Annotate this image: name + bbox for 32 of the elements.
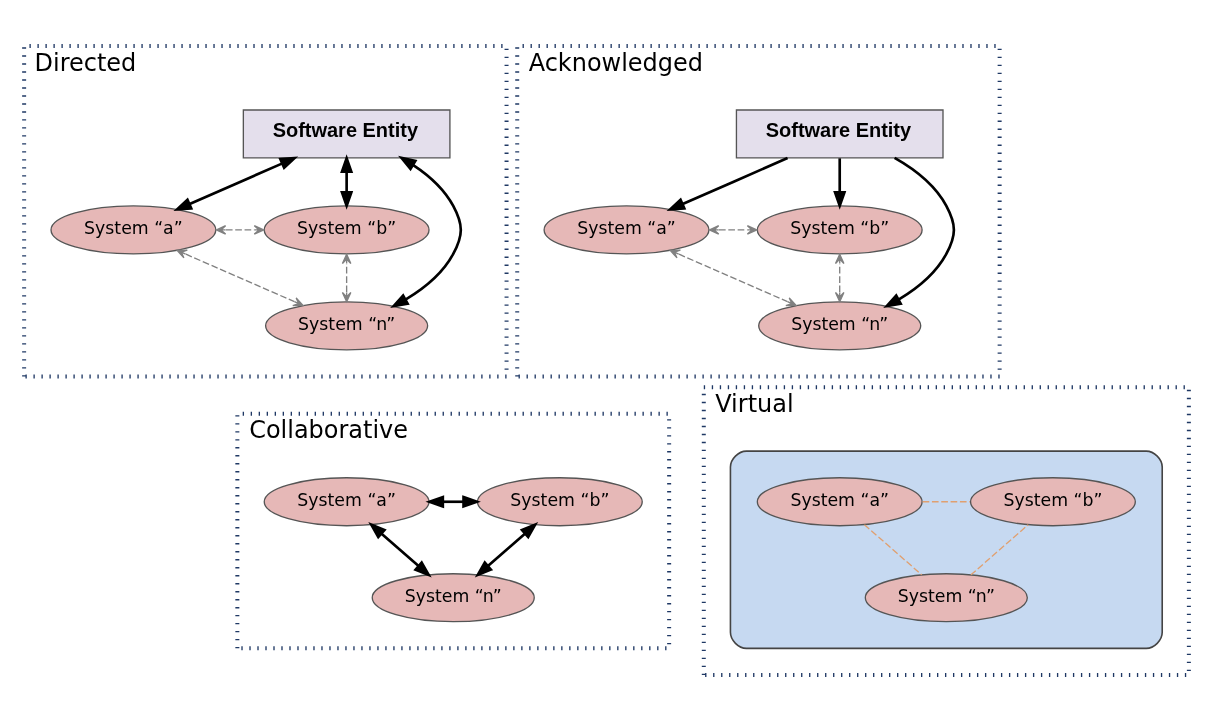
- arrow: [173, 155, 299, 211]
- node-ellipse: System “b”: [756, 204, 923, 255]
- node-ellipse: System “a”: [543, 204, 710, 255]
- arrow: [341, 253, 352, 302]
- cluster: [729, 449, 1163, 649]
- node-ellipse: System “n”: [758, 300, 922, 350]
- node-ellipse: System “b”: [969, 476, 1136, 526]
- node-ellipse: System “a”: [756, 476, 923, 526]
- arrow: [368, 521, 432, 578]
- arrow: [425, 494, 481, 508]
- node-ellipse: System “a”: [50, 204, 217, 255]
- connector: [921, 500, 971, 502]
- node-ellipse: System “n”: [864, 572, 1028, 622]
- arrow: [474, 521, 539, 578]
- arrow: [833, 157, 847, 210]
- arrow: [883, 156, 956, 308]
- arrow: [340, 153, 354, 210]
- node-box: Software Entity: [242, 108, 451, 159]
- node-ellipse: System “b”: [263, 204, 430, 255]
- connector: [970, 523, 1029, 576]
- arrow: [669, 249, 797, 306]
- node-ellipse: System “a”: [263, 476, 430, 526]
- arrow: [215, 224, 265, 235]
- connector: [863, 523, 923, 576]
- node-ellipse: System “b”: [476, 476, 643, 526]
- arrow: [708, 224, 758, 235]
- arrow: [666, 156, 789, 211]
- node-ellipse: System “n”: [371, 572, 535, 622]
- node-ellipse: System “n”: [264, 300, 429, 350]
- arrow: [390, 155, 463, 308]
- arrow: [834, 253, 845, 302]
- node-box: Software Entity: [735, 108, 944, 159]
